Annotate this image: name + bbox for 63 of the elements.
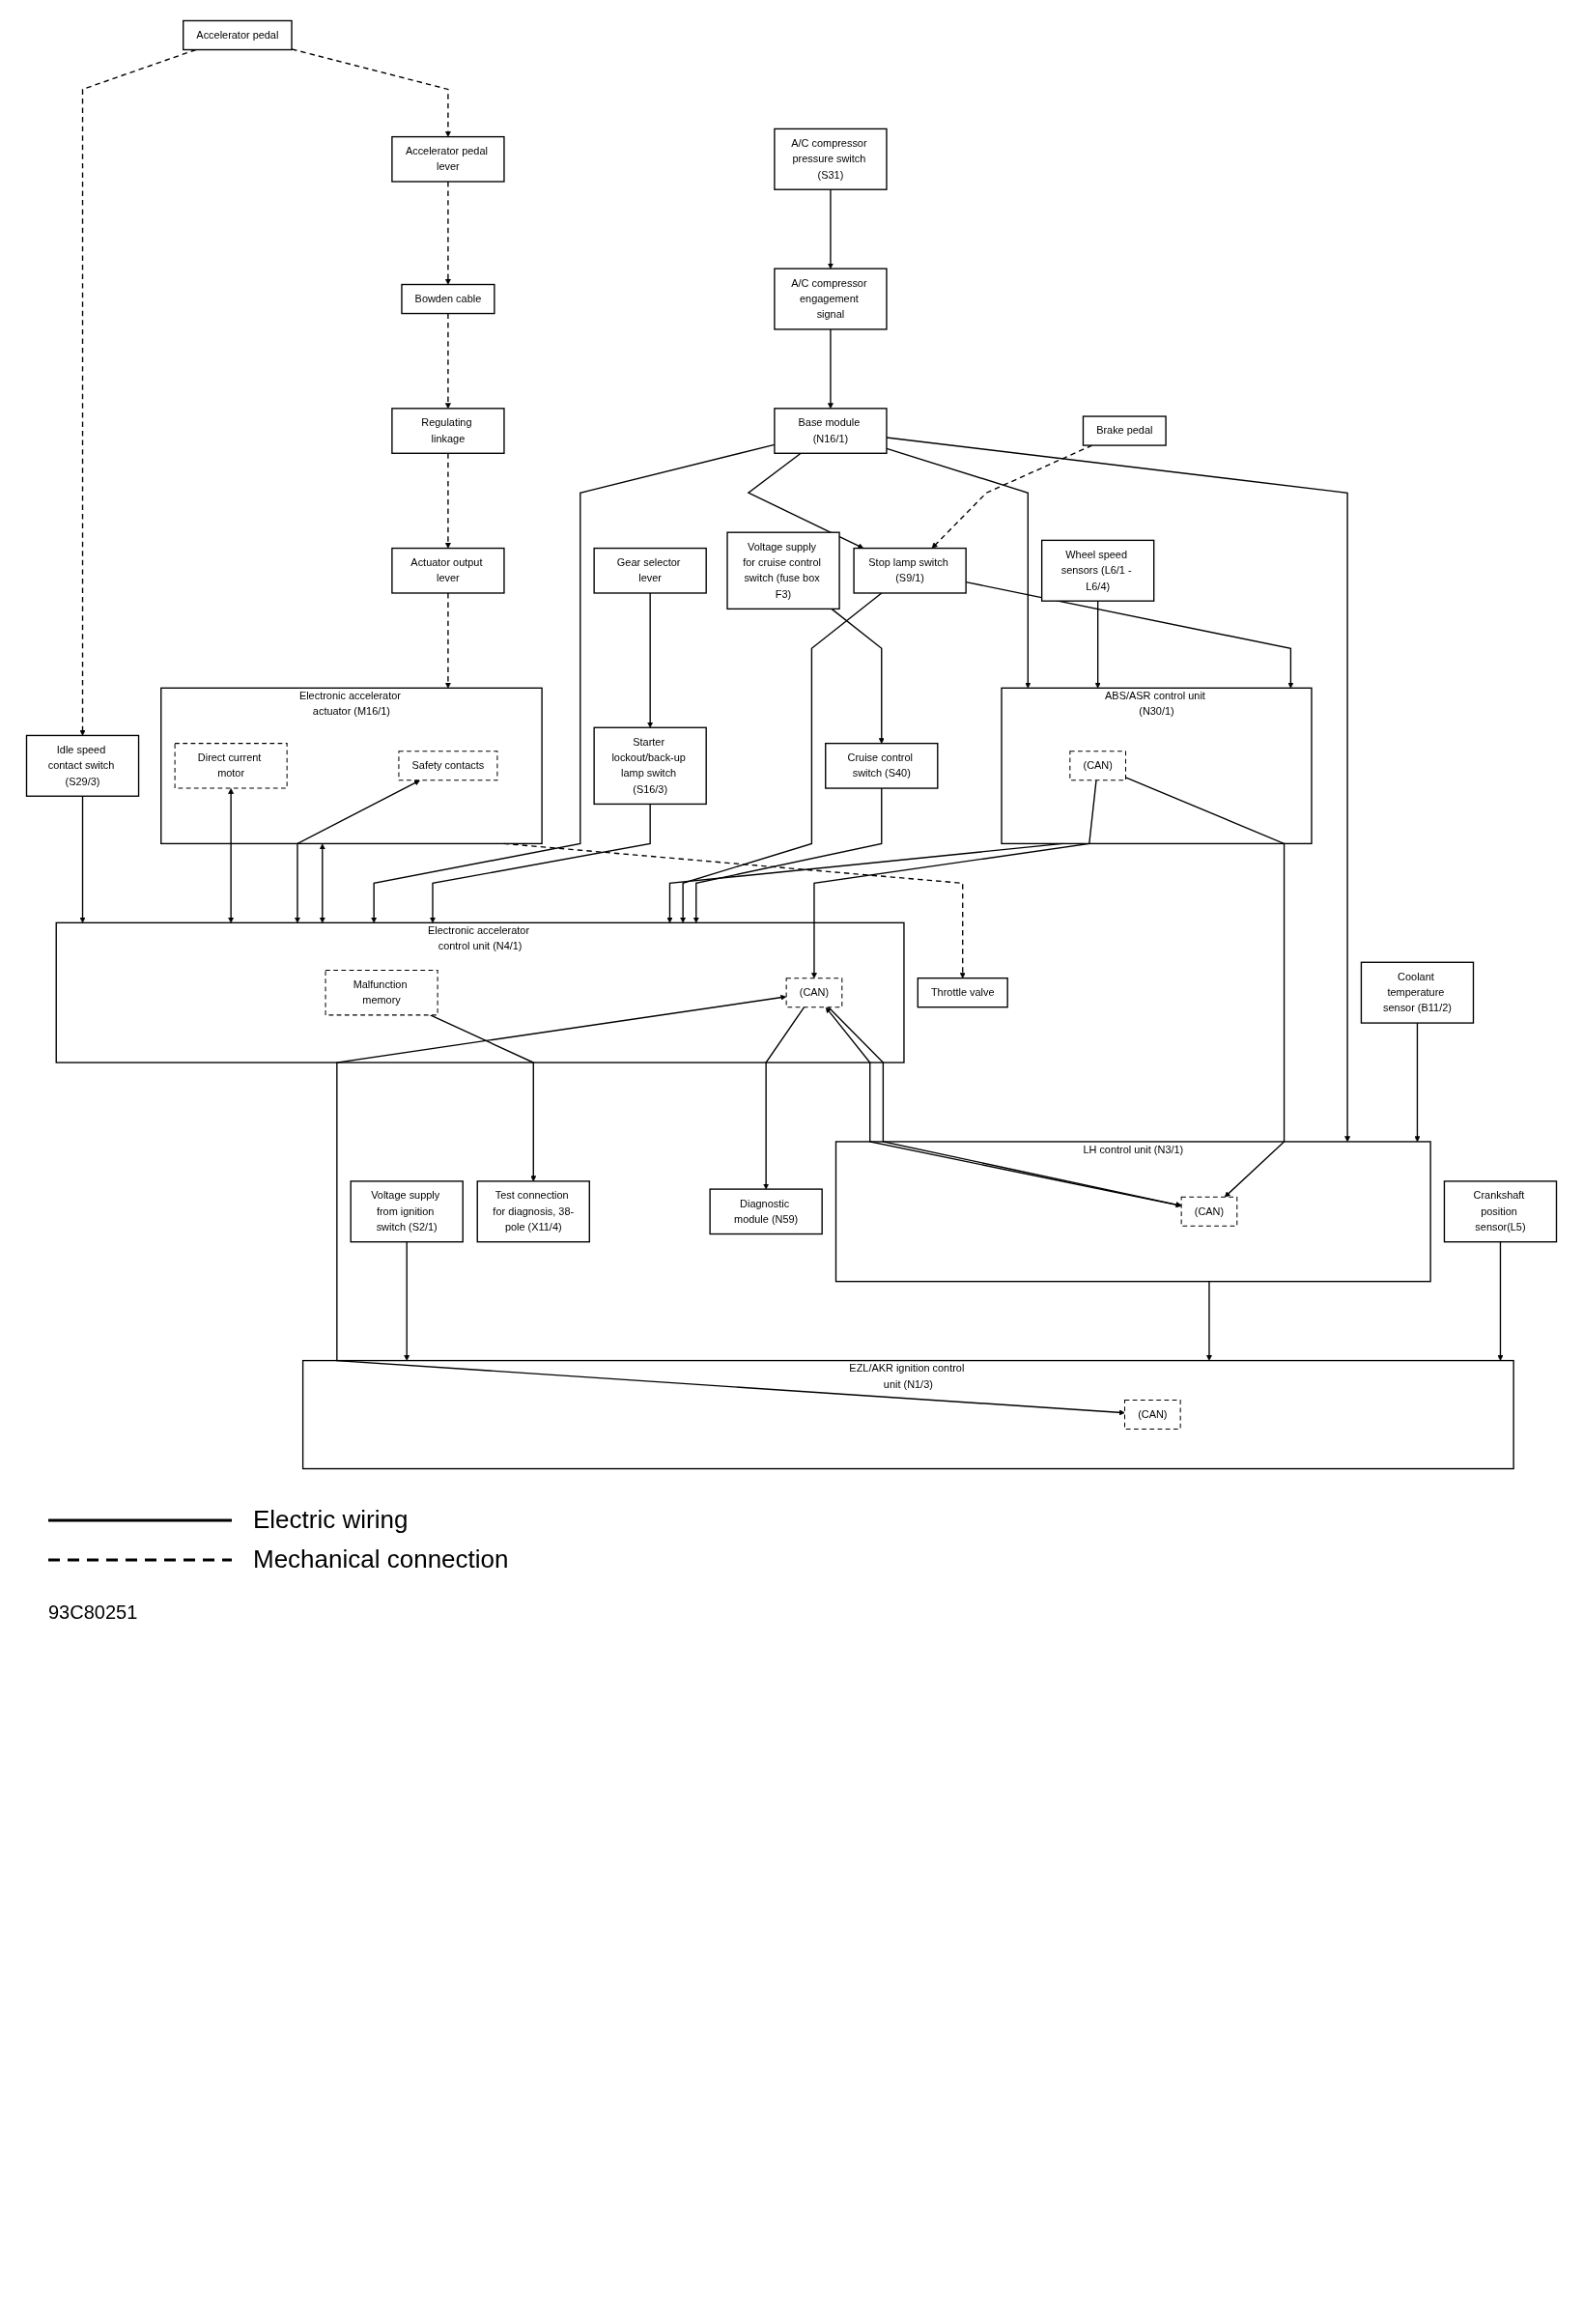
- arrow: [647, 592, 654, 728]
- arrow: [444, 312, 451, 410]
- arrow: [444, 592, 451, 689]
- node-box: Throttle valve: [917, 977, 1008, 1008]
- node-box: Cruise control switch (S40): [825, 742, 939, 789]
- node-box: Coolant temperature sensor (B11/2): [1360, 961, 1475, 1024]
- arrow: [763, 1006, 806, 1190]
- node-box: (CAN): [1180, 1196, 1238, 1227]
- node-box: (CAN): [1069, 751, 1126, 781]
- node-box: Malfunction memory: [325, 969, 438, 1016]
- arrow: [886, 447, 1032, 689]
- arrow: [430, 803, 651, 923]
- node-box: Brake pedal: [1082, 415, 1167, 446]
- node-box: Safety contacts: [398, 751, 498, 781]
- arrow: [827, 328, 834, 410]
- arrow: [1497, 1241, 1504, 1361]
- node-box: A/C compressor engagement signal: [774, 268, 888, 330]
- arrow: [502, 842, 966, 978]
- legend-label: Mechanical connection: [253, 1545, 509, 1574]
- arrow: [680, 592, 883, 923]
- node-box: Crankshaft position sensor(L5): [1443, 1180, 1558, 1243]
- arrow: [429, 1014, 537, 1182]
- arrow: [228, 788, 235, 923]
- node-box: Starter lockout/back-up lamp switch (S16/3): [593, 726, 707, 806]
- node-box: Actuator output lever: [391, 547, 505, 594]
- node-box: (CAN): [1124, 1400, 1181, 1431]
- node-box: Idle speed contact switch (S29/3): [25, 734, 140, 797]
- node-box: Stop lamp switch (S9/1): [853, 547, 967, 594]
- arrow: [291, 48, 451, 137]
- arrow: [827, 188, 834, 269]
- node-box: Base module (N16/1): [774, 408, 888, 454]
- arrow: [831, 608, 885, 744]
- node-box: Bowden cable: [401, 283, 495, 315]
- node-box: Accelerator pedal lever: [391, 135, 505, 183]
- arrow: [1094, 600, 1101, 689]
- arrow: [886, 437, 1351, 1143]
- arrow: [1414, 1022, 1421, 1143]
- arrow: [319, 843, 325, 923]
- arrow: [810, 779, 1097, 978]
- arrow: [294, 779, 420, 923]
- arrow: [79, 48, 197, 736]
- node-box: Diagnostic module (N59): [709, 1188, 823, 1235]
- node-box: Accelerator pedal: [183, 19, 293, 51]
- node-box: Regulating linkage: [391, 408, 505, 454]
- legend-label: Electric wiring: [253, 1505, 409, 1535]
- arrow: [79, 795, 86, 923]
- arrow: [1205, 1281, 1212, 1361]
- arrow: [444, 181, 451, 285]
- arrow: [444, 452, 451, 549]
- arrow: [404, 1241, 410, 1361]
- arrow: [336, 994, 1125, 1416]
- node-box: A/C compressor pressure switch (S31): [774, 128, 888, 190]
- arrow: [747, 452, 864, 549]
- node-box: Test connection for diagnosis, 38-pole (X11/4): [476, 1180, 590, 1243]
- node-box: Gear selector lever: [593, 547, 707, 594]
- node-box: Direct current motor: [174, 743, 288, 789]
- node-box: Voltage supply for cruise control switch (fuse box F3): [726, 531, 840, 610]
- node-box: Voltage supply from ignition switch (S2/1): [350, 1180, 464, 1243]
- node-box: (CAN): [785, 978, 843, 1008]
- figure-code: 93C80251: [48, 1601, 138, 1624]
- arrow: [693, 787, 883, 923]
- arrow: [666, 842, 1064, 923]
- node-box: Wheel speed sensors (L6/1 - L6/4): [1040, 539, 1155, 602]
